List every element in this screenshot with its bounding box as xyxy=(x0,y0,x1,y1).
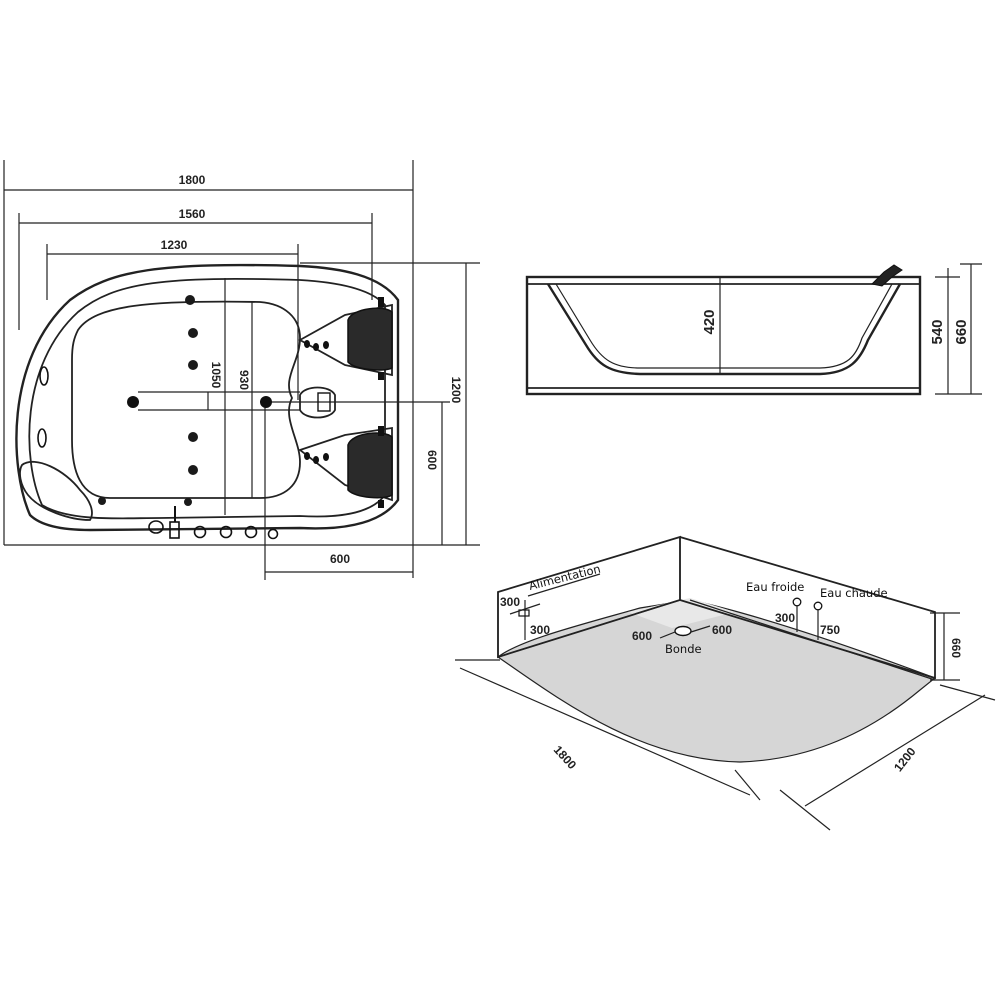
control-knob-1 xyxy=(193,525,207,539)
side-handshower xyxy=(870,264,903,287)
tub-basin xyxy=(71,300,301,499)
dim-line-1200-iso xyxy=(804,694,986,807)
control-knob-3 xyxy=(244,525,258,539)
tub-footprint xyxy=(496,599,937,763)
dim-wall-660: 660 xyxy=(949,638,963,658)
dim-line-1800-iso xyxy=(459,667,751,796)
headrest-post-4 xyxy=(378,500,384,508)
right-wall xyxy=(679,536,936,680)
dim-420: 420 xyxy=(701,309,718,334)
dim-iso-1800: 1800 xyxy=(551,743,579,772)
neck-jets xyxy=(304,340,329,464)
dim-hot-750: 750 xyxy=(820,623,840,637)
dim-drain-600-right: 600 xyxy=(712,623,732,637)
drain-dim-left xyxy=(659,631,676,639)
side-view: 420 540 660 xyxy=(525,263,982,396)
dim-930: 930 xyxy=(237,370,251,390)
control-knob-2 xyxy=(219,525,233,539)
hot-water-pipe xyxy=(813,601,823,611)
headrest-post-2 xyxy=(378,372,384,380)
headrest-post-3 xyxy=(378,426,384,436)
tub-outer-outline xyxy=(15,263,400,532)
headrest-pillow-bottom xyxy=(347,432,393,499)
side-basin-inner xyxy=(555,283,893,369)
drain-dim-right xyxy=(690,625,711,633)
label-eau-froide: Eau froide xyxy=(746,580,804,594)
center-control-box xyxy=(317,392,331,412)
body-jets xyxy=(98,295,198,506)
dim-600-horizontal: 600 xyxy=(330,552,350,566)
dim-1230: 1230 xyxy=(161,238,188,252)
dim-540: 540 xyxy=(929,319,946,344)
dim-1560: 1560 xyxy=(179,207,206,221)
grip-2 xyxy=(37,428,47,448)
ext-1200-iso-a xyxy=(939,684,996,701)
spout xyxy=(148,520,164,534)
supply-fitting xyxy=(518,609,530,617)
label-alimentation: Alimentation xyxy=(527,562,602,593)
overflow-drain xyxy=(127,396,139,408)
dim-supply-300-a: 300 xyxy=(500,595,520,609)
tub-inner-rim xyxy=(28,277,386,520)
install-view: Alimentation 300 300 600 600 Bonde Eau f… xyxy=(455,535,996,831)
ext-1200-iso-b xyxy=(779,789,831,831)
side-apron xyxy=(525,275,922,396)
supply-h-line xyxy=(509,603,541,615)
center-control xyxy=(299,386,336,419)
floor-right-line xyxy=(689,599,936,681)
floor-left-line xyxy=(497,599,681,658)
dim-600-vertical: 600 xyxy=(425,450,439,470)
dim-1800: 1800 xyxy=(179,173,206,187)
grip-1 xyxy=(39,366,49,386)
ext-1800-iso-b xyxy=(734,769,761,801)
supply-leader xyxy=(527,573,601,597)
dim-drain-600-left: 600 xyxy=(632,629,652,643)
dim-1050: 1050 xyxy=(209,362,223,389)
dim-1200: 1200 xyxy=(449,377,463,404)
side-basin-profile xyxy=(546,283,902,376)
basin-drain xyxy=(260,396,272,408)
label-bonde: Bonde xyxy=(665,642,702,656)
deck-controls xyxy=(148,506,279,540)
top-view: 1800 1560 1230 1200 600 600 1050 930 xyxy=(3,160,480,580)
label-eau-chaude: Eau chaude xyxy=(820,586,888,600)
headrest-post-1 xyxy=(378,297,384,307)
dim-660: 660 xyxy=(953,319,970,344)
drain-bonde xyxy=(674,625,692,637)
control-knob-4 xyxy=(267,528,279,540)
corner-pillow xyxy=(19,460,93,521)
dim-iso-1200: 1200 xyxy=(891,744,919,774)
headrest-pillow-top xyxy=(347,307,393,371)
cold-water-pipe xyxy=(792,597,802,607)
dim-supply-300-b: 300 xyxy=(530,623,550,637)
dim-cold-300: 300 xyxy=(775,611,795,625)
